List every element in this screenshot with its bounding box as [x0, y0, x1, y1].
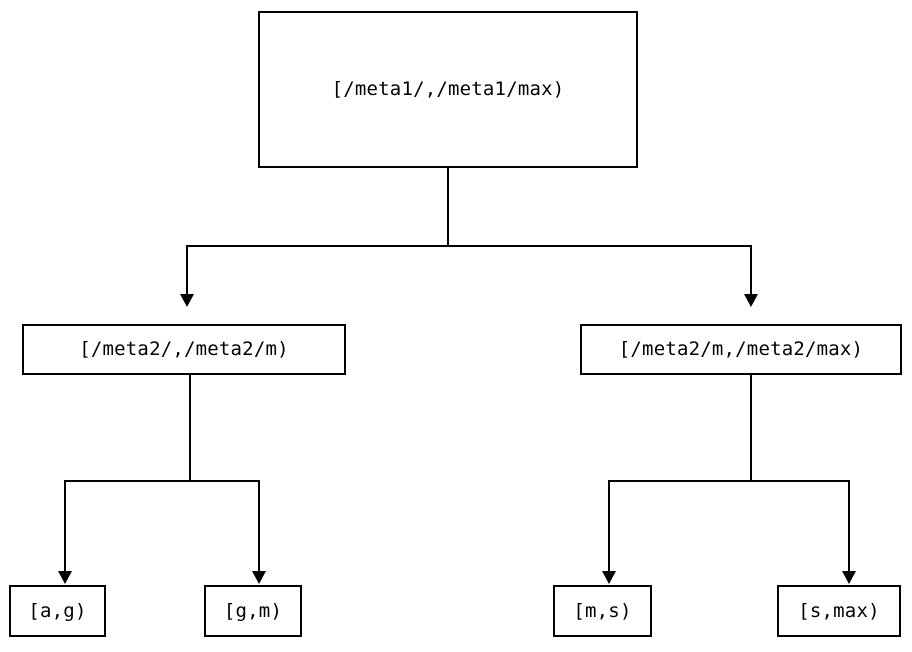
arrowhead-root-to-l2-right	[744, 294, 758, 307]
edge-root-stem	[447, 168, 449, 247]
edge-l2-right-to-leaf-ms-drop	[608, 480, 610, 572]
node-l2-left-label: [/meta2/,/meta2/m)	[79, 338, 289, 360]
node-leaf-gm[interactable]: [g,m)	[204, 585, 302, 637]
node-leaf-gm-label: [g,m)	[223, 599, 283, 622]
node-l2-right[interactable]: [/meta2/m,/meta2/max)	[580, 324, 902, 375]
edge-root-bus	[186, 245, 751, 247]
arrowhead-l2-left-to-leaf-gm	[252, 571, 266, 584]
node-leaf-smax-label: [s,max)	[798, 599, 880, 622]
node-leaf-smax[interactable]: [s,max)	[777, 585, 901, 637]
arrowhead-l2-left-to-leaf-ag	[58, 571, 72, 584]
node-l2-right-label: [/meta2/m,/meta2/max)	[618, 338, 864, 360]
node-root[interactable]: [/meta1/,/meta1/max)	[258, 11, 638, 168]
node-root-label: [/meta1/,/meta1/max)	[331, 78, 565, 100]
node-leaf-ms-label: [m,s)	[573, 599, 632, 622]
node-l2-left[interactable]: [/meta2/,/meta2/m)	[22, 324, 346, 375]
edge-root-to-l2-right-drop	[750, 245, 752, 295]
edge-l2-left-to-leaf-ag-drop	[64, 480, 66, 572]
node-leaf-ms[interactable]: [m,s)	[553, 585, 652, 637]
edge-l2-left-stem	[189, 375, 191, 482]
node-leaf-ag-label: [a,g)	[28, 599, 87, 622]
edge-l2-left-to-leaf-gm-drop	[258, 480, 260, 572]
edge-l2-left-bus	[64, 480, 260, 482]
node-leaf-ag[interactable]: [a,g)	[9, 585, 106, 637]
edge-l2-right-stem	[750, 375, 752, 482]
arrowhead-root-to-l2-left	[180, 294, 194, 307]
edge-l2-right-to-leaf-smax-drop	[848, 480, 850, 572]
arrowhead-l2-right-to-leaf-ms	[602, 571, 616, 584]
arrowhead-l2-right-to-leaf-smax	[842, 571, 856, 584]
edge-root-to-l2-left-drop	[186, 245, 188, 295]
edge-l2-right-bus	[608, 480, 850, 482]
